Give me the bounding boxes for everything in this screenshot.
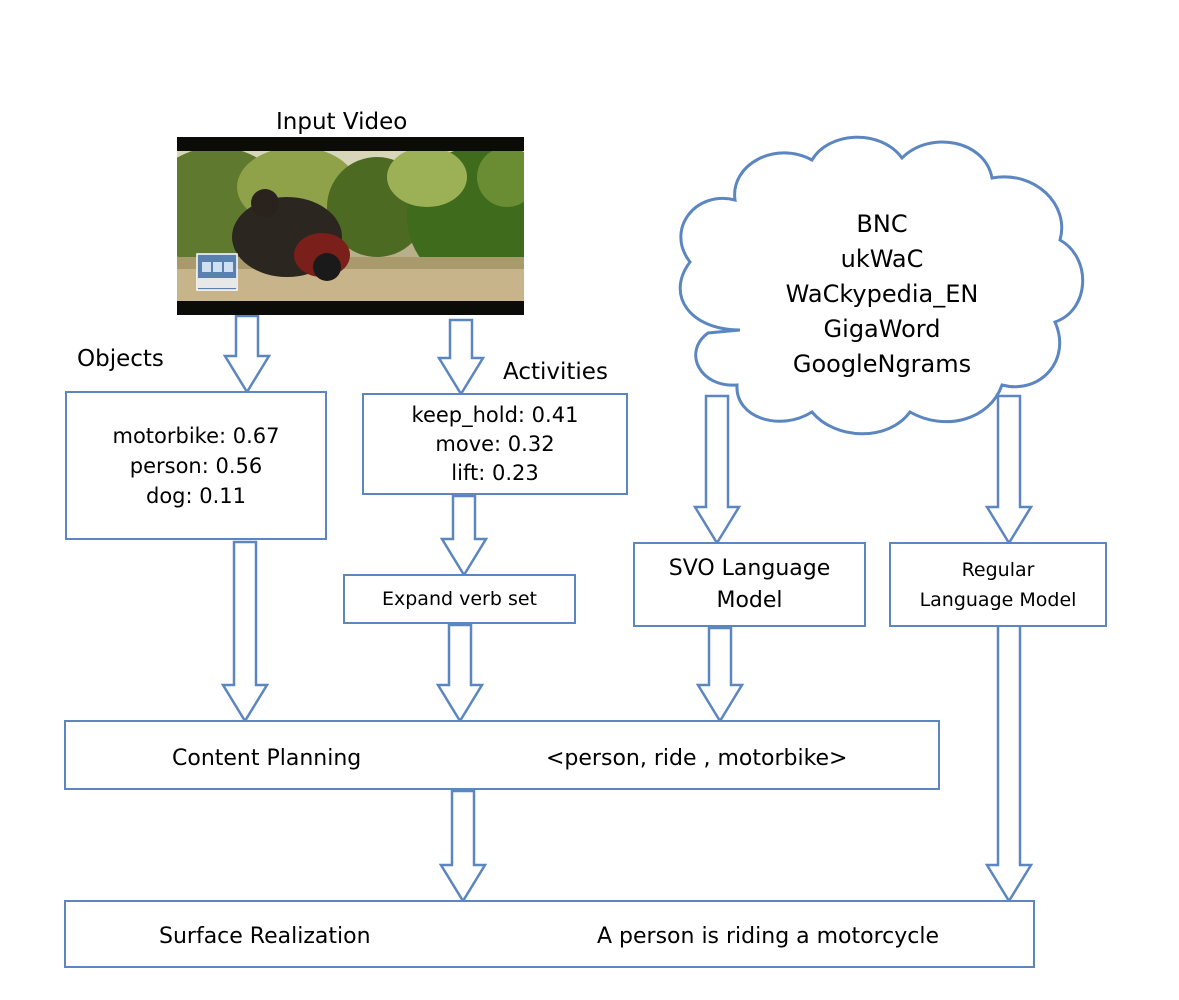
activity-item: lift: 0.23: [451, 460, 539, 485]
svo-lm-line: SVO Language: [668, 555, 831, 581]
surface-realization-box: Surface Realization A person is riding a…: [64, 900, 1035, 968]
regular-lm-line: Regular: [961, 558, 1035, 581]
activity-item: keep_hold: 0.41: [411, 402, 579, 427]
arrow-video-to-activities: [436, 318, 486, 397]
objects-box: motorbike: 0.67 person: 0.56 dog: 0.11: [65, 391, 327, 540]
activities-label: Activities: [503, 359, 608, 385]
corpus-name: WaCkypedia_EN: [785, 280, 979, 308]
object-item: dog: 0.11: [145, 483, 247, 508]
content-planning-box: Content Planning <person, ride , motorbi…: [64, 720, 940, 790]
corpus-name: BNC: [856, 210, 908, 238]
object-item: motorbike: 0.67: [112, 423, 280, 448]
svo-language-model-box: SVO Language Model: [633, 542, 866, 627]
arrow-regular-to-surface: [984, 621, 1034, 904]
surface-realization-label: Surface Realization: [159, 924, 371, 949]
arrow-svo-to-content: [695, 626, 745, 724]
corpora-cloud-shape: [678, 135, 1085, 436]
objects-label: Objects: [77, 346, 164, 372]
arrow-cloud-to-regular: [984, 394, 1034, 546]
content-planning-label: Content Planning: [172, 746, 362, 771]
arrow-objects-to-content: [220, 540, 270, 724]
expand-verb-set-box: Expand verb set: [343, 574, 576, 624]
corpus-name: GigaWord: [823, 315, 941, 343]
activities-box: keep_hold: 0.41 move: 0.32 lift: 0.23: [362, 393, 628, 495]
arrow-content-to-surface: [438, 789, 488, 904]
expand-verb-set-label: Expand verb set: [382, 588, 537, 610]
surface-realization-sentence: A person is riding a motorcycle: [597, 924, 940, 949]
input-video-frame: [177, 137, 524, 315]
arrow-video-to-objects: [222, 314, 272, 395]
arrows-group: [220, 314, 1034, 904]
video-still-image: [177, 137, 524, 315]
object-item: person: 0.56: [129, 453, 263, 478]
regular-language-model-box: Regular Language Model: [889, 542, 1107, 627]
regular-lm-line: Language Model: [919, 588, 1077, 611]
input-video-label: Input Video: [276, 109, 408, 135]
corpora-list: BNC ukWaC WaCkypedia_EN GigaWord GoogleN…: [752, 207, 1012, 382]
arrow-activities-to-expand: [439, 494, 489, 578]
arrow-cloud-to-svo: [692, 394, 742, 546]
content-planning-triple: <person, ride , motorbike>: [546, 746, 848, 771]
activity-item: move: 0.32: [435, 431, 555, 456]
arrow-expand-to-content: [435, 623, 485, 724]
corpus-name: GoogleNgrams: [792, 350, 972, 378]
svo-lm-line: Model: [716, 587, 783, 613]
corpus-name: ukWaC: [840, 245, 924, 273]
